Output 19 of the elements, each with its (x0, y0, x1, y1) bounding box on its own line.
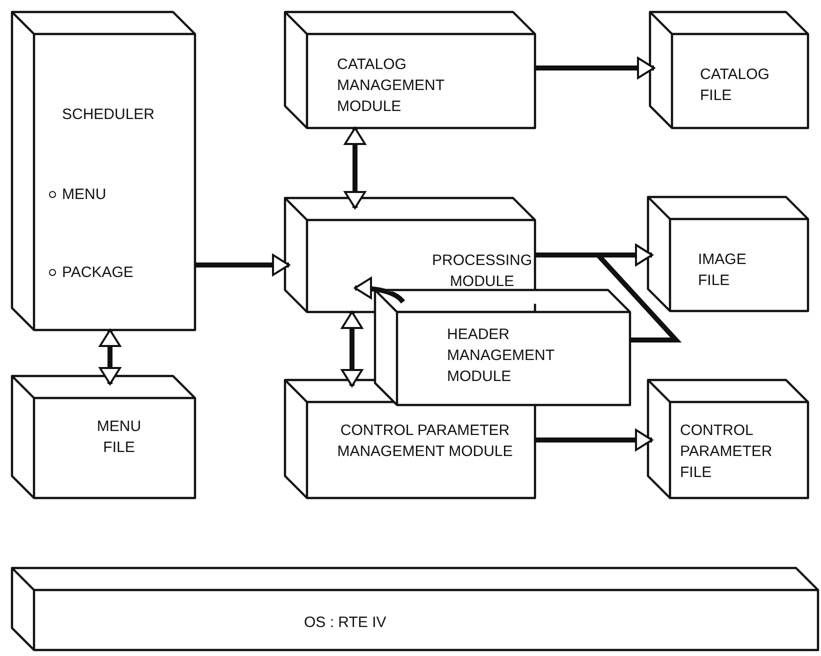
block-arrow (99, 329, 121, 385)
list-item: PACKAGE (62, 262, 134, 283)
node-label: CATALOG MANAGEMENT MODULE (337, 55, 446, 117)
node-label: SCHEDULER (62, 105, 155, 125)
node-label: HEADER MANAGEMENT MODULE (447, 325, 556, 387)
node-label: MENU FILE (96, 417, 142, 458)
block-arrow (341, 311, 363, 387)
block-arrow (535, 57, 655, 79)
block-arrow (354, 277, 405, 304)
node-label: OS : RTE IV (304, 613, 388, 633)
block-arrow (535, 429, 653, 451)
block-arrow (195, 254, 290, 276)
list-item: MENU (62, 184, 106, 205)
block-arrow (344, 127, 366, 209)
node-label: PROCESSING MODULE (430, 251, 534, 292)
node-label: CATALOG FILE (700, 65, 770, 106)
node-label: CONTROL PARAMETER MANAGEMENT MODULE (336, 421, 514, 462)
node-label: IMAGE FILE (698, 250, 748, 291)
node-label: CONTROL PARAMETER FILE (680, 421, 774, 483)
